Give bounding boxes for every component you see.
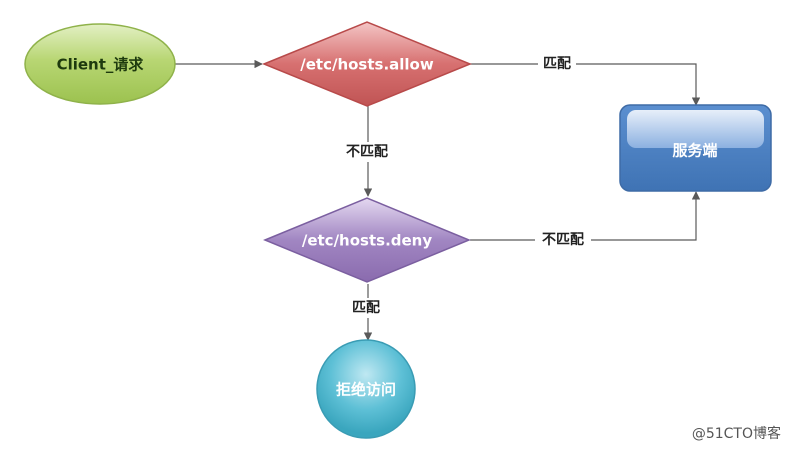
watermark-text: @51CTO博客 bbox=[691, 426, 781, 442]
edge-label-deny-match: 匹配 bbox=[352, 300, 380, 316]
edge-label-allow-match: 匹配 bbox=[543, 56, 571, 72]
client-label: Client_请求 bbox=[57, 56, 145, 74]
server-node: 服务端 bbox=[619, 104, 772, 192]
server-label: 服务端 bbox=[672, 142, 717, 160]
edge-label-allow-no-match: 不匹配 bbox=[346, 144, 388, 160]
hosts-deny-decision: /etc/hosts.deny bbox=[263, 197, 471, 283]
reject-node: 拒绝访问 bbox=[316, 339, 416, 439]
edge-allow-to-server bbox=[470, 63, 701, 106]
hosts-allow-decision: /etc/hosts.allow bbox=[262, 21, 472, 107]
reject-label: 拒绝访问 bbox=[336, 381, 396, 399]
hosts-deny-label: /etc/hosts.deny bbox=[302, 232, 432, 250]
hosts-allow-label: /etc/hosts.allow bbox=[300, 56, 434, 74]
client-node: Client_请求 bbox=[24, 23, 176, 105]
edge-labels: 匹配 不匹配 不匹配 匹配 bbox=[339, 54, 591, 318]
edge-label-deny-no-match: 不匹配 bbox=[542, 232, 584, 248]
edges bbox=[175, 59, 701, 341]
